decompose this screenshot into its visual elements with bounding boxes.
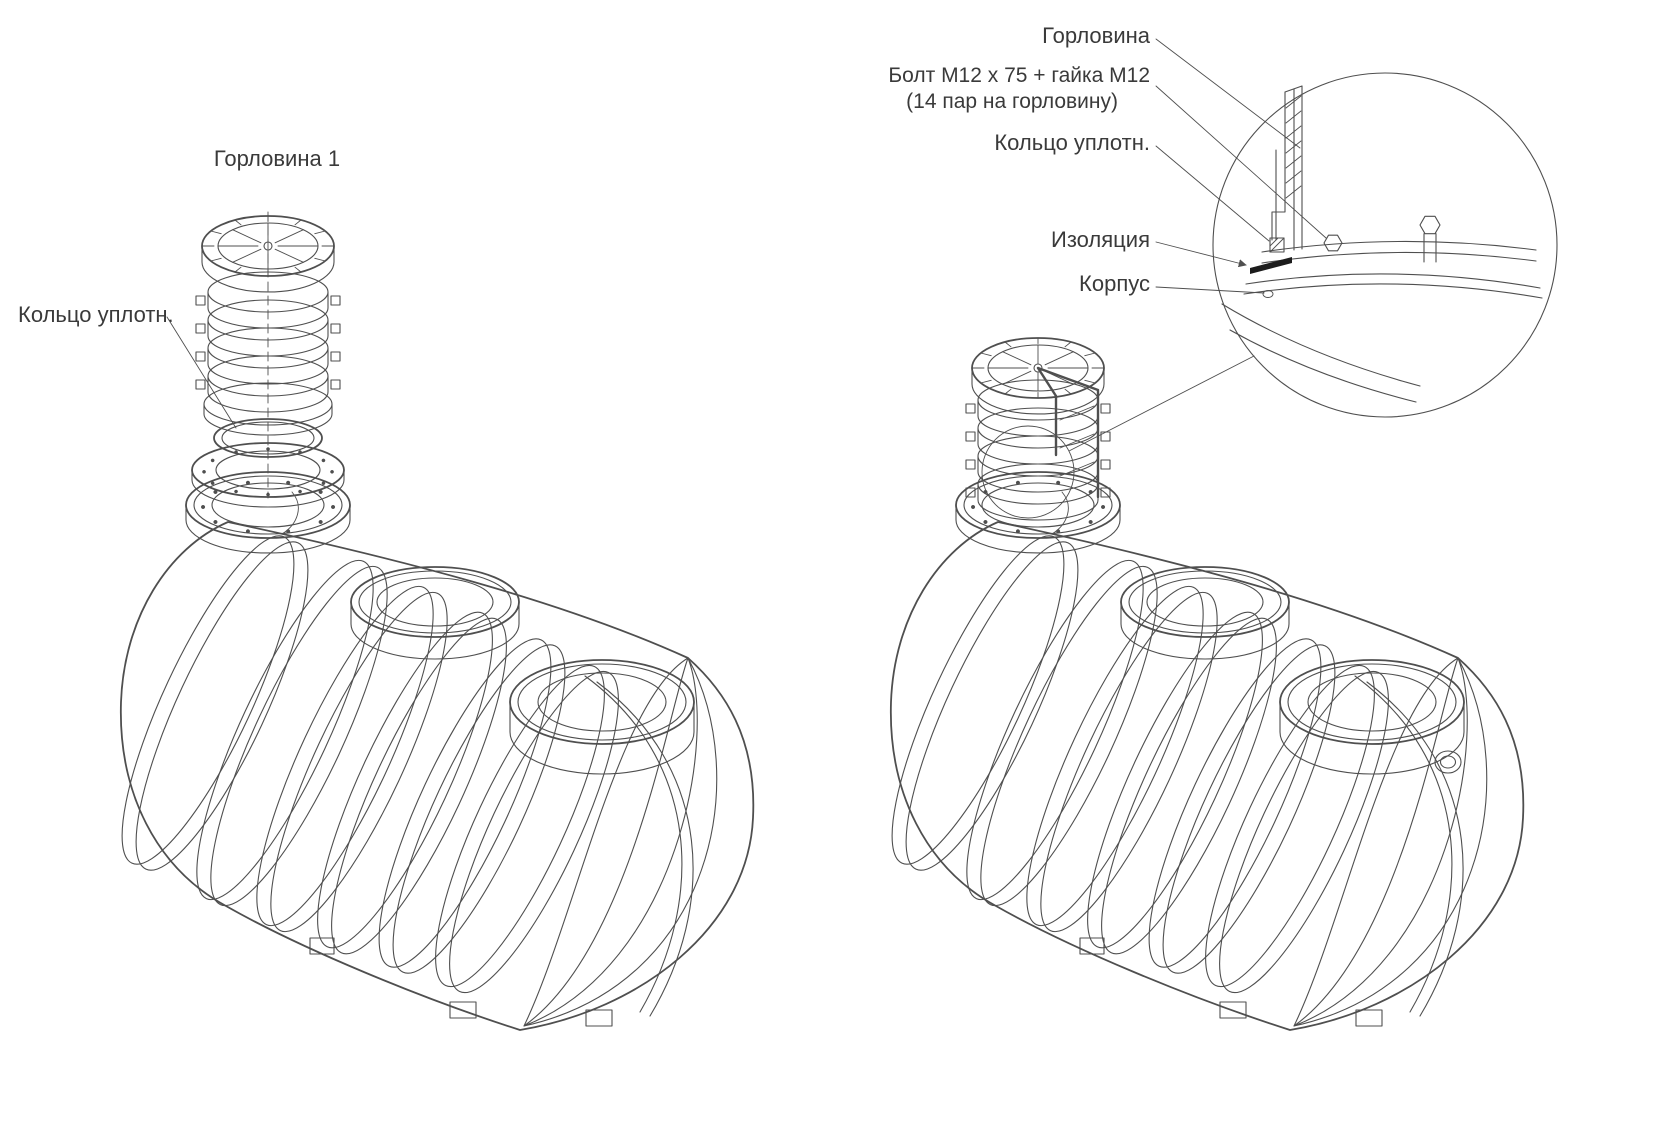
seal-ring-outer <box>213 418 323 458</box>
detail-view-boundary <box>1212 72 1558 418</box>
body-flange-section <box>1243 273 1543 299</box>
seal-label: Кольцо уплотн. <box>994 130 1150 155</box>
neck-leader-line <box>1155 38 1301 149</box>
bolt-leader-line <box>1155 85 1327 239</box>
dome-port <box>1434 750 1462 774</box>
left-figure: Горловина 1 Кольцо уплотн. <box>18 146 755 1031</box>
left-neck-crown <box>201 215 335 293</box>
right-neck-assembly <box>965 337 1111 521</box>
seal-square-hatch <box>1269 237 1285 253</box>
adapter-inner <box>215 450 321 490</box>
body-shell-hole <box>1262 290 1274 298</box>
left-tank-body <box>91 471 755 1031</box>
left-seal-leader-line <box>166 316 237 429</box>
body-shell-section <box>1221 290 1421 403</box>
seal-leader-line <box>1155 145 1270 242</box>
detail-reference-leader <box>1068 355 1255 452</box>
neck-wall-outline <box>1271 85 1303 251</box>
nut-m12 <box>1323 234 1343 252</box>
bolt-label-line2: (14 пар на горловину) <box>906 90 1118 113</box>
bolt-head-m12 <box>1419 215 1441 235</box>
insulation-label: Изоляция <box>1051 227 1150 252</box>
seal-ring-inner <box>221 421 315 455</box>
bolt-shaft <box>1423 233 1437 263</box>
body-leader-line <box>1155 286 1265 294</box>
body-shell-arcs <box>1221 303 1421 403</box>
bolt-label-line1: Болт М12 х 75 + гайка М12 <box>888 64 1150 87</box>
right-figure: Горловина Болт М12 х 75 + гайка М12 (14 … <box>861 23 1558 1031</box>
insulation-leader-arrow <box>1155 241 1247 268</box>
body-label: Корпус <box>1079 271 1150 296</box>
adapter-wall <box>191 469 345 508</box>
left-neck-assembly <box>191 211 345 508</box>
port-outer <box>1434 750 1462 774</box>
neck-flange-section <box>1261 240 1537 264</box>
seal-ring-section <box>1269 237 1285 253</box>
neck-bottom-flange <box>203 382 333 436</box>
neck-wall-section <box>1271 85 1303 251</box>
detail-highlight-circle <box>981 425 1075 519</box>
neck-wall-hatch <box>1285 95 1302 199</box>
right-tank-body <box>861 471 1525 1031</box>
detail-view <box>1068 72 1558 452</box>
seal-ring <box>213 418 323 458</box>
neck-label: Горловина <box>1042 23 1151 48</box>
right-neck-crown <box>971 337 1105 415</box>
seal-square <box>1269 237 1285 253</box>
right-labels: Горловина Болт М12 х 75 + гайка М12 (14 … <box>888 23 1327 296</box>
bolt-and-nut <box>1323 215 1441 263</box>
neck-cutaway-edges <box>1036 366 1100 499</box>
insulation-strip <box>1250 257 1292 274</box>
left-neck-title: Горловина 1 <box>214 146 340 171</box>
adapter-flange-ring <box>191 442 345 508</box>
left-seal-label: Кольцо уплотн. <box>18 302 174 327</box>
port-inner <box>1439 755 1457 769</box>
